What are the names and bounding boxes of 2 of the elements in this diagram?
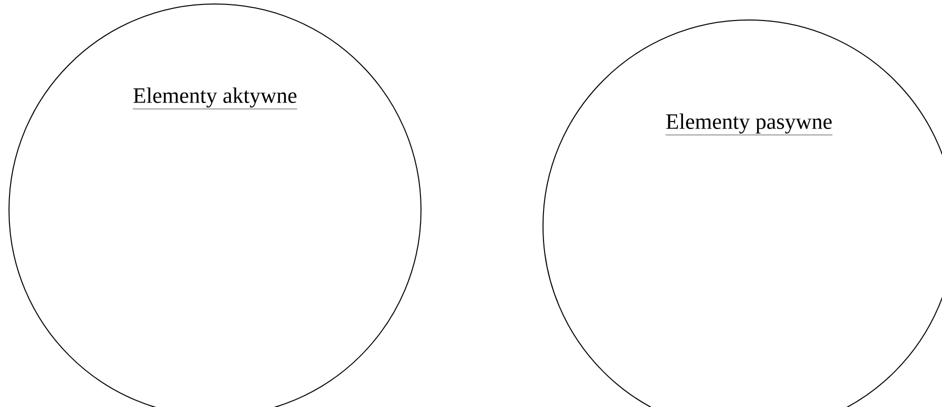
- circle-group: Elementy aktywne: [8, 4, 422, 407]
- circle-group: Elementy pasywne: [542, 20, 942, 407]
